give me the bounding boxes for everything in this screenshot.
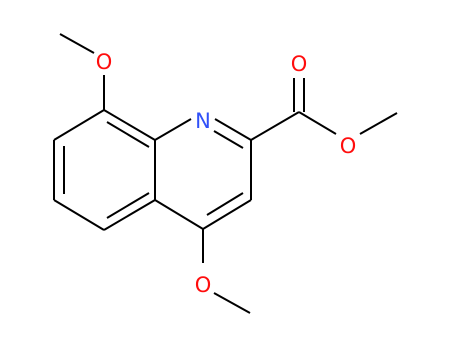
bond-c8-c8a	[103, 109, 156, 141]
bond-o-ch3	[213, 292, 251, 314]
bond-c8a-n1	[154, 118, 192, 141]
bond-o-ch3	[359, 112, 398, 135]
atom-label-oxygen: O	[195, 273, 212, 297]
bond-c2-ccarbonyl	[250, 111, 300, 141]
atom-label-oxygen: O	[340, 134, 357, 158]
bond-c4-c4a	[154, 199, 204, 230]
atom-label-oxygen: O	[291, 52, 308, 76]
bond-n1-c2	[214, 118, 252, 141]
double-bond-inner	[213, 130, 244, 149]
bond-c4a-c5	[103, 199, 156, 231]
atom-label-nitrogen: N	[195, 109, 211, 133]
bond-c7-c8	[53, 109, 105, 141]
bonds	[53, 33, 398, 314]
bond-c3-c4	[202, 199, 252, 230]
double-bond-inner	[106, 192, 150, 219]
bond-o-ch3	[59, 33, 95, 54]
bond-c-o-ester	[298, 111, 337, 135]
bond-c5-c6	[53, 199, 105, 231]
double-bond-inner	[206, 192, 244, 216]
atom-label-oxygen: O	[96, 50, 113, 74]
double-bond-inner	[106, 121, 150, 148]
